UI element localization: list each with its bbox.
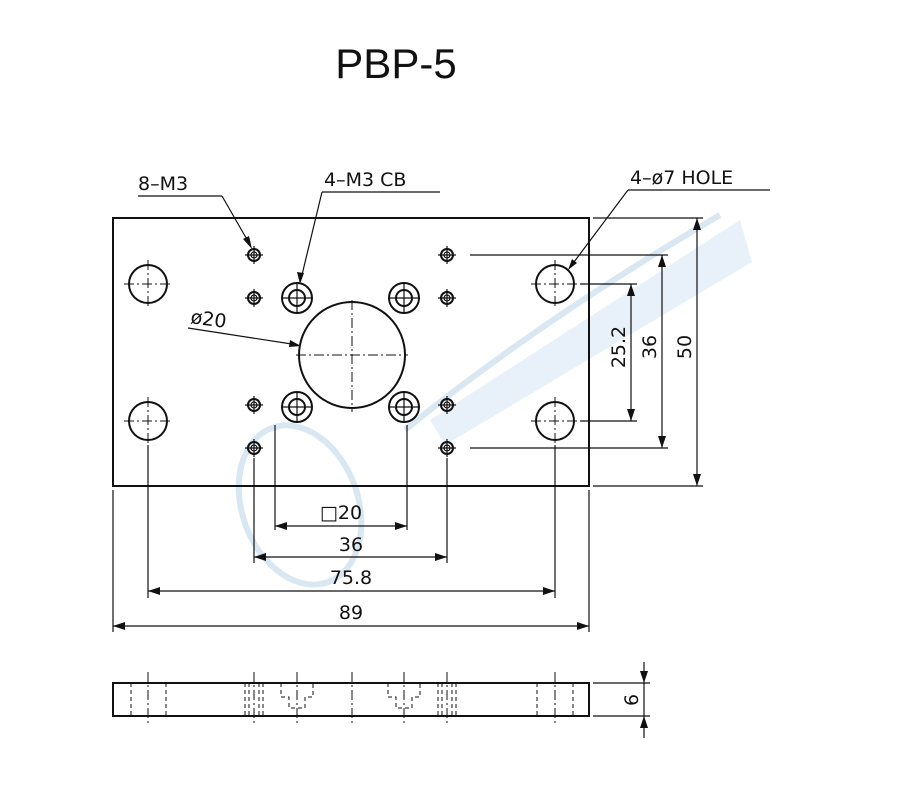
tapped-hole xyxy=(438,439,456,457)
tapped-holes xyxy=(245,246,456,457)
tapped-hole xyxy=(245,289,263,307)
tapped-hole xyxy=(438,396,456,414)
dim-square-label: □20 xyxy=(320,502,362,524)
callout-bore xyxy=(187,327,301,347)
counterbore-holes xyxy=(281,282,420,423)
through-hole xyxy=(531,397,579,445)
dim-hole-spacing-label: 75.8 xyxy=(330,567,372,589)
tapped-hole xyxy=(245,396,263,414)
callout-tapped-label: 8–M3 xyxy=(138,173,188,195)
counterbore-hole xyxy=(281,391,313,423)
dim-overall-width-label: 89 xyxy=(339,602,363,624)
part-title: PBP-5 xyxy=(335,40,456,87)
side-view xyxy=(112,662,650,738)
through-holes xyxy=(124,260,579,445)
callout-through-label: 4–ø7 HOLE xyxy=(630,167,733,189)
tapped-hole xyxy=(245,246,263,264)
horizontal-dimensions xyxy=(112,425,590,632)
callout-counterbore xyxy=(297,191,440,284)
vertical-dimensions xyxy=(470,217,703,487)
counterbore-hole xyxy=(281,282,313,314)
tapped-hole xyxy=(438,246,456,264)
top-view: 8–M3 4–M3 CB 4–ø7 HOLE ø20 xyxy=(112,167,770,487)
callout-counterbore-label: 4–M3 CB xyxy=(324,169,406,191)
counterbore-hole xyxy=(388,282,420,314)
through-hole xyxy=(124,260,172,308)
plate-outline xyxy=(112,217,590,487)
central-bore xyxy=(298,301,406,409)
callout-through xyxy=(568,189,770,270)
dim-inner-y-label: 25.2 xyxy=(608,326,630,368)
through-hole xyxy=(531,260,579,308)
through-hole xyxy=(124,397,172,445)
callout-bore-label: ø20 xyxy=(189,306,228,333)
dim-bolt-spacing-label: 36 xyxy=(339,534,363,556)
dim-overall-height-label: 50 xyxy=(674,335,696,359)
side-view-outline xyxy=(112,682,590,717)
tapped-hole xyxy=(245,439,263,457)
callout-tapped xyxy=(138,195,252,249)
dim-outer-y-label: 36 xyxy=(639,335,661,359)
dim-thickness-label: 6 xyxy=(621,694,643,706)
tapped-hole xyxy=(438,289,456,307)
counterbore-hole xyxy=(388,391,420,423)
